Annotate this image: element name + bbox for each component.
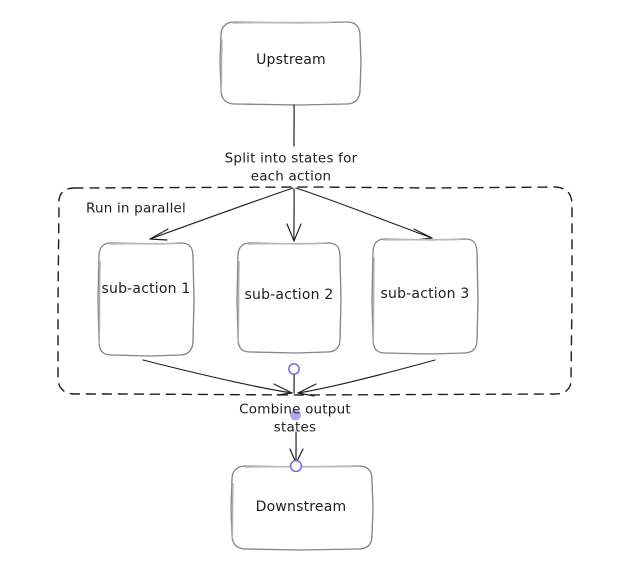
node-sub-action-1[interactable] bbox=[97, 242, 195, 357]
combine-point-handle-icon[interactable] bbox=[288, 363, 300, 375]
edge-sub-action-1-to-combine[interactable] bbox=[142, 359, 293, 396]
node-sub-action-3[interactable] bbox=[371, 238, 479, 355]
edge-sub-action-3-to-combine[interactable] bbox=[297, 359, 436, 397]
downstream-bind-handle-icon[interactable] bbox=[289, 459, 303, 473]
edge-split-to-sub-action-2[interactable] bbox=[286, 188, 302, 242]
edge-split-to-sub-action-1[interactable] bbox=[149, 187, 294, 241]
edge-combine-to-downstream[interactable] bbox=[289, 431, 304, 464]
node-downstream[interactable] bbox=[230, 465, 374, 551]
group-run-in-parallel[interactable] bbox=[57, 186, 573, 396]
edge-split-to-sub-action-3[interactable] bbox=[295, 187, 433, 241]
node-sub-action-2[interactable] bbox=[236, 242, 342, 354]
combine-label-handle-icon[interactable] bbox=[290, 409, 301, 421]
node-upstream[interactable] bbox=[219, 21, 362, 106]
